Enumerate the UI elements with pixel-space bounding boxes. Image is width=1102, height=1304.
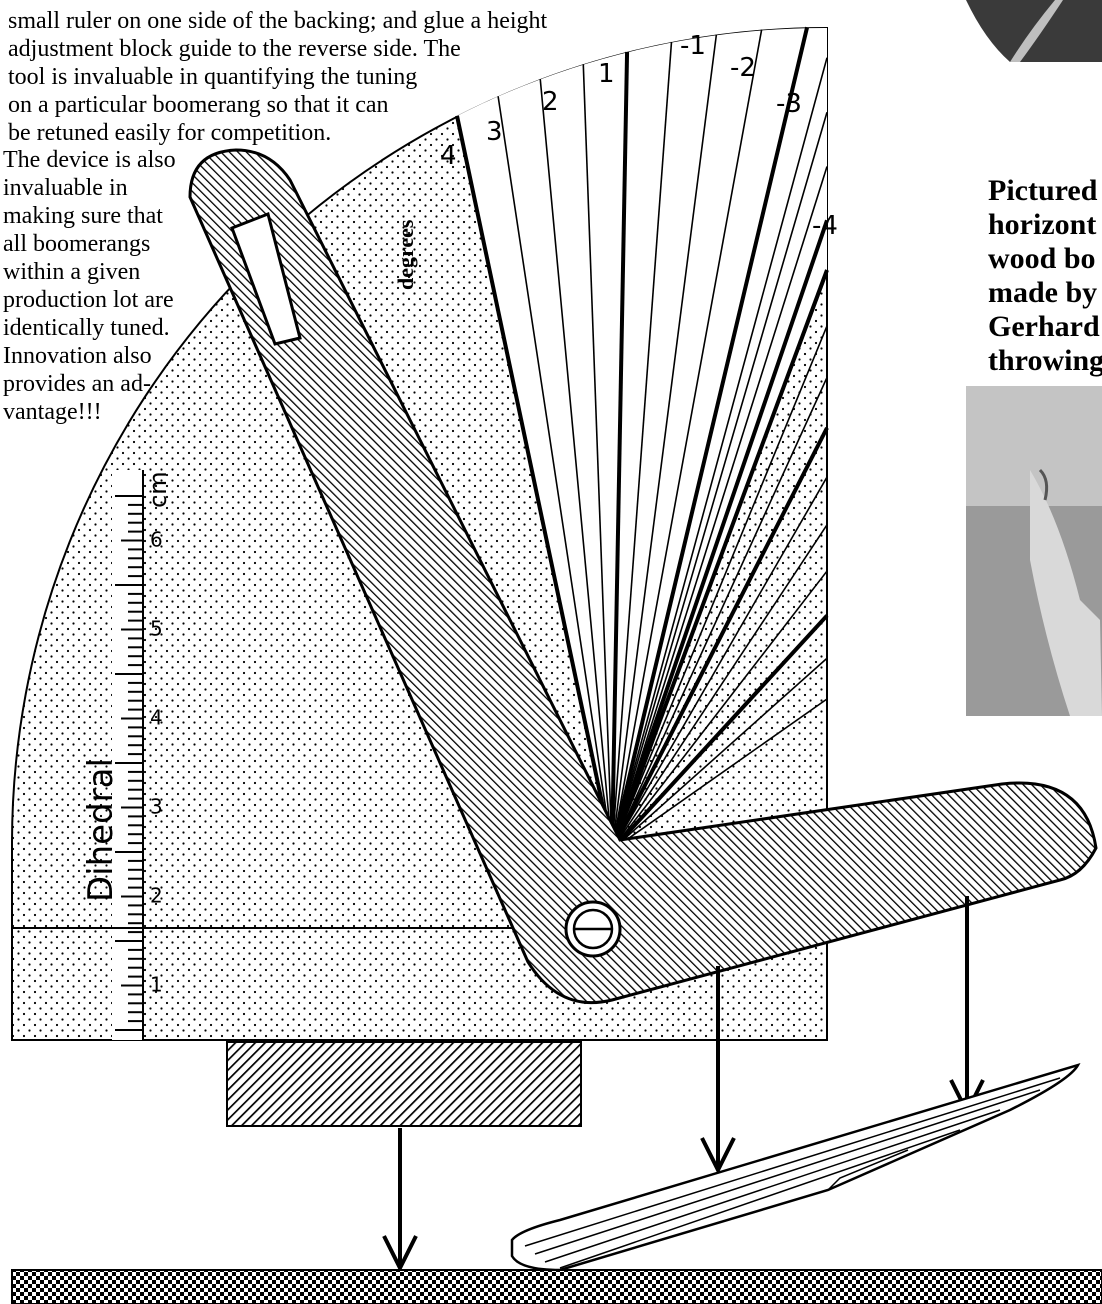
boomerang-pointer-arm bbox=[188, 148, 1098, 1005]
intro-text-line: Innovation also bbox=[3, 343, 152, 369]
intro-text-line: be retuned easily for competition. bbox=[8, 120, 331, 146]
intro-text: small ruler on one side of the backing; … bbox=[3, 8, 548, 425]
major-degree-line bbox=[610, 219, 829, 851]
intro-text-line: identically tuned. bbox=[3, 315, 170, 341]
ruler-title: Dihedral bbox=[81, 758, 121, 902]
intro-text-line: adjustment block guide to the reverse si… bbox=[8, 36, 461, 62]
dial-label: degrees bbox=[393, 219, 418, 290]
degree-label: -1 bbox=[680, 31, 706, 61]
minor-degree-line bbox=[611, 325, 828, 851]
ruler-unit: cm bbox=[144, 471, 172, 508]
minor-degree-line bbox=[611, 476, 828, 851]
ruler-mark-label: 2 bbox=[150, 884, 163, 908]
minor-degree-line bbox=[611, 657, 828, 851]
intro-text-line: small ruler on one side of the backing; … bbox=[8, 8, 548, 34]
major-degree-line bbox=[610, 269, 829, 851]
caption-line: horizont bbox=[988, 208, 1096, 241]
minor-degree-line bbox=[611, 377, 828, 851]
major-degree-line bbox=[610, 51, 630, 851]
caption-line: Gerhard bbox=[988, 310, 1100, 343]
intro-text-line: production lot are bbox=[3, 287, 174, 313]
degree-label: -2 bbox=[730, 53, 756, 83]
photo-top-fragment bbox=[966, 0, 1102, 62]
ground-surface bbox=[11, 1269, 1102, 1304]
intro-text-line: invaluable in bbox=[3, 175, 128, 201]
minor-degree-line bbox=[611, 112, 828, 851]
caption-line: Pictured bbox=[988, 174, 1098, 207]
degree-label: 2 bbox=[542, 87, 559, 117]
degree-fan bbox=[455, 26, 829, 852]
intro-text-line: all boomerangs bbox=[3, 231, 150, 257]
height-adjustment-block bbox=[226, 1041, 582, 1127]
major-degree-line bbox=[610, 26, 810, 851]
intro-text-line: provides an ad- bbox=[3, 371, 151, 397]
major-degree-line bbox=[455, 115, 614, 851]
ruler-mark-label: 6 bbox=[150, 528, 163, 552]
degree-label: -4 bbox=[812, 211, 838, 241]
degree-label: 1 bbox=[598, 59, 615, 89]
major-degree-line bbox=[610, 426, 829, 851]
intro-text-line: on a particular boomerang so that it can bbox=[8, 92, 389, 118]
ruler-mark-label: 5 bbox=[150, 617, 163, 641]
minor-degree-line bbox=[611, 34, 718, 851]
minor-degree-line bbox=[611, 698, 828, 851]
intro-text-line: tool is invaluable in quantifying the tu… bbox=[8, 64, 417, 90]
minor-degree-line bbox=[611, 570, 828, 851]
degree-labels: 43 2 1 -1 -2 -3 -4 bbox=[440, 31, 838, 241]
intro-text-line: making sure that bbox=[3, 203, 163, 229]
minor-degree-line bbox=[611, 166, 828, 851]
minor-degree-line bbox=[611, 524, 828, 851]
degree-label: 3 bbox=[486, 117, 503, 147]
minor-degree-line bbox=[539, 79, 613, 851]
intro-text-line: within a given bbox=[3, 259, 140, 285]
minor-degree-line bbox=[497, 96, 613, 851]
boomerang-profile bbox=[510, 1062, 1081, 1272]
photo-middle-fragment bbox=[966, 386, 1102, 716]
major-degree-line bbox=[610, 614, 829, 852]
minor-degree-line bbox=[582, 64, 613, 851]
caption-line: throwing bbox=[988, 344, 1102, 377]
intro-text-line: vantage!!! bbox=[3, 399, 102, 425]
degree-label: 4 bbox=[440, 141, 457, 171]
intro-text-line: The device is also bbox=[3, 147, 176, 173]
caption-line: made by bbox=[988, 276, 1097, 309]
minor-degree-line bbox=[611, 41, 673, 851]
minor-degree-line bbox=[611, 57, 828, 851]
ruler-mark-label: 4 bbox=[150, 706, 163, 730]
ruler: 1 2 3 4 5 6 cm Dihedral bbox=[81, 470, 172, 1040]
ruler-mark-label: 1 bbox=[150, 973, 163, 997]
minor-degree-line bbox=[611, 29, 763, 851]
degree-label: -3 bbox=[776, 89, 802, 119]
caption-line: wood bo bbox=[988, 242, 1096, 275]
ruler-mark-label: 3 bbox=[150, 795, 163, 819]
